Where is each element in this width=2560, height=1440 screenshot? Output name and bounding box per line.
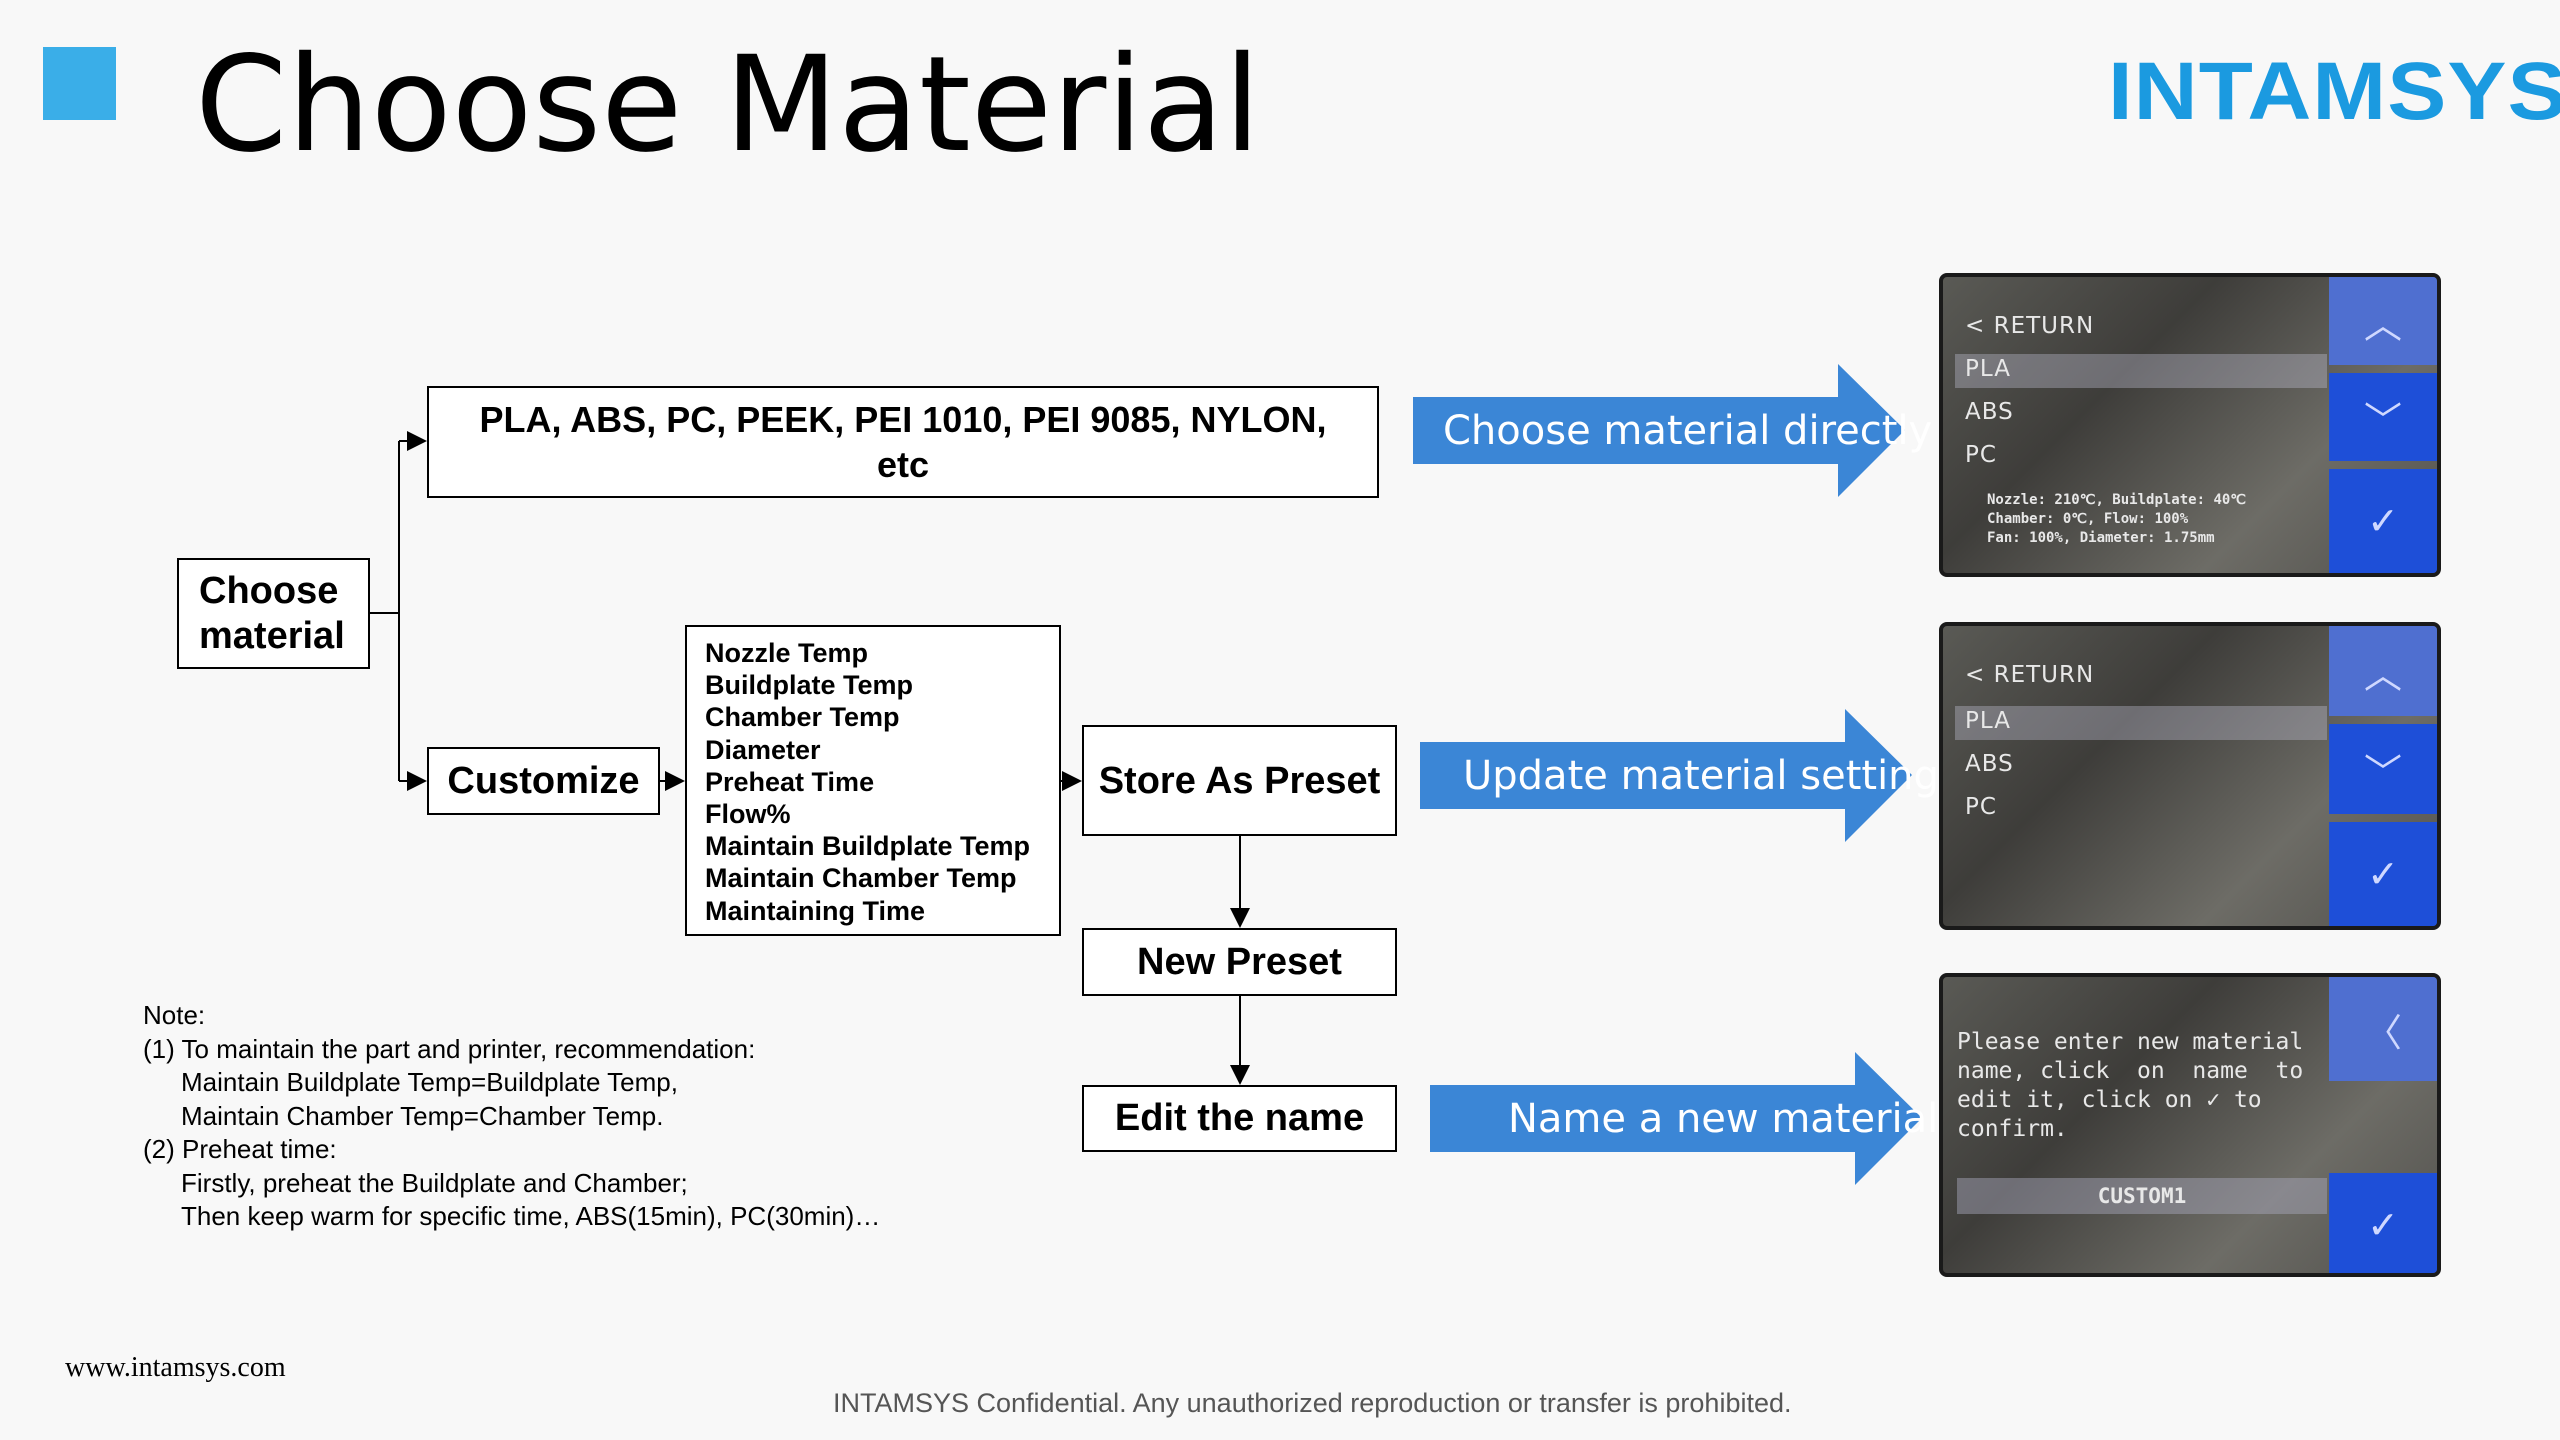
material-info-line: Nozzle: 210℃, Buildplate: 40℃ (1987, 492, 2247, 508)
scroll-down-button[interactable]: ﹀ (2329, 373, 2437, 461)
chevron-left-icon: 〈 (2363, 1010, 2402, 1055)
arrow-update-setting: Update material setting (1420, 709, 1939, 842)
scroll-up-button[interactable]: ︿ (2329, 626, 2437, 716)
chevron-down-icon: ﹀ (2363, 398, 2402, 443)
page-title: Choose Material (195, 28, 1261, 182)
title-accent-square (43, 47, 116, 120)
confidential-notice: INTAMSYS Confidential. Any unauthorized … (833, 1388, 1792, 1418)
note-line: (1) To maintain the part and printer, re… (143, 1033, 756, 1064)
param-item: Nozzle Temp (705, 638, 869, 668)
store-as-preset-box: Store As Preset (1082, 725, 1397, 836)
selected-row-highlight (1955, 354, 2327, 388)
material-item[interactable]: PLA (1965, 356, 2011, 382)
note-line: (2) Preheat time: (143, 1134, 337, 1164)
confirm-button[interactable]: ✓ (2329, 469, 2437, 573)
website-link[interactable]: www.intamsys.com (65, 1352, 286, 1383)
scroll-up-button[interactable]: ︿ (2329, 277, 2437, 365)
param-item: Flow% (705, 799, 791, 830)
material-item[interactable]: ABS (1965, 751, 2014, 777)
checkmark-icon: ✓ (2367, 499, 2399, 543)
material-item[interactable]: ABS (1965, 399, 2014, 425)
selected-row-highlight (1955, 706, 2327, 740)
material-info-line: Chamber: 0℃, Flow: 100% (1987, 511, 2189, 527)
note-line: Then keep warm for specific time, ABS(15… (181, 1201, 881, 1231)
printer-screen-material-list: < RETURN PLA ABS PC Nozzle: 210℃, Buildp… (1939, 273, 2441, 577)
note-block: Note: (1) To maintain the part and print… (143, 999, 880, 1234)
note-line: Firstly, preheat the Buildplate and Cham… (181, 1167, 688, 1198)
chevron-down-icon: ﹀ (2363, 750, 2402, 795)
note-line: Maintain Buildplate Temp=Buildplate Temp… (181, 1067, 678, 1097)
edit-name-box: Edit the name (1082, 1085, 1397, 1152)
back-button[interactable]: 〈 (2329, 977, 2437, 1081)
return-button[interactable]: < RETURN (1965, 313, 2095, 339)
note-line: Maintain Chamber Temp=Chamber Temp. (181, 1100, 664, 1131)
scroll-down-button[interactable]: ﹀ (2329, 724, 2437, 814)
arrow-name-new-label: Name a new material (1508, 1095, 1939, 1142)
message-line: edit it, click on ✓ to (1957, 1087, 2262, 1113)
checkmark-icon: ✓ (2367, 1203, 2399, 1247)
confirm-button[interactable]: ✓ (2329, 822, 2437, 926)
materials-list-box: PLA, ABS, PC, PEEK, PEI 1010, PEI 9085, … (427, 386, 1379, 498)
note-line: Note: (143, 1000, 206, 1030)
material-item[interactable]: PC (1965, 794, 1997, 820)
message-line: confirm. (1957, 1116, 2068, 1142)
printer-screen-name-material: Please enter new material name, click on… (1939, 973, 2441, 1277)
param-item: Preheat Time (705, 766, 875, 797)
confirm-button[interactable]: ✓ (2329, 1173, 2437, 1273)
param-item: Chamber Temp (705, 702, 900, 733)
param-item: Maintain Chamber Temp (705, 863, 1017, 894)
arrow-name-new: Name a new material (1430, 1052, 1938, 1185)
param-item: Buildplate Temp (705, 670, 914, 701)
arrow-choose-directly: Choose material directly (1413, 364, 1932, 497)
arrow-update-setting-label: Update material setting (1463, 752, 1939, 799)
param-item: Maintain Buildplate Temp (705, 831, 1031, 862)
param-item: Diameter (705, 734, 821, 765)
customize-box: Customize (427, 747, 660, 815)
intamsys-logo: INTAMSYS (2108, 46, 2560, 137)
param-item: Maintaining Time (705, 895, 926, 926)
printer-screen-material-update: < RETURN PLA ABS PC ︿ ﹀ ✓ (1939, 622, 2441, 930)
chevron-up-icon: ︿ (2363, 302, 2402, 347)
checkmark-icon: ✓ (2367, 852, 2399, 896)
material-name-field[interactable]: CUSTOM1 (1957, 1178, 2327, 1214)
return-button[interactable]: < RETURN (1965, 662, 2095, 688)
choose-material-box: Choose material (177, 558, 370, 669)
message-line: name, click on name to (1957, 1058, 2304, 1084)
chevron-up-icon: ︿ (2363, 652, 2402, 697)
parameters-box: Nozzle Temp Buildplate Temp Chamber Temp… (685, 625, 1061, 936)
message-line: Please enter new material (1957, 1029, 2304, 1055)
new-preset-box: New Preset (1082, 928, 1397, 996)
material-info-line: Fan: 100%, Diameter: 1.75mm (1987, 530, 2215, 546)
material-item[interactable]: PC (1965, 442, 1997, 468)
material-item[interactable]: PLA (1965, 708, 2011, 734)
arrow-choose-directly-label: Choose material directly (1443, 407, 1933, 454)
